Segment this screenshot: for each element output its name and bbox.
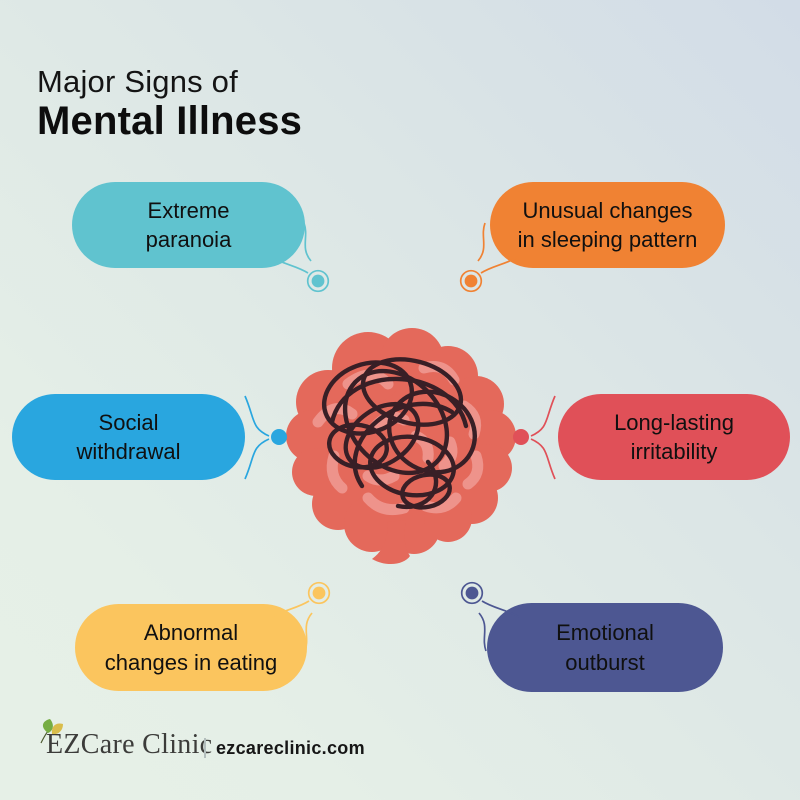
page-title-line2: Mental Illness [37,99,303,143]
bubble-label: paranoia [145,227,232,252]
sign-bubble-abnormal-eating: Abnormal changes in eating [75,604,307,691]
bubble-label: Unusual changes [522,197,693,223]
bubble-label: Extreme [147,197,230,223]
bubble-label: withdrawal [76,439,181,464]
sign-bubble-social-withdrawal: Social withdrawal [12,394,245,480]
sign-bubble-emotional-outburst: Emotional outburst [487,603,723,692]
bubble-label: Social [98,409,159,435]
footer-divider [204,738,206,758]
tail-dot [465,586,479,600]
sign-bubble-unusual-sleeping-pattern: Unusual changes in sleeping pattern [490,182,725,268]
brain-scribble-tangle [321,357,478,510]
website-url: ezcareclinic.com [216,738,365,758]
bubble-label: changes in eating [104,649,278,675]
bubble-label: Abnormal [143,620,239,646]
bubble-label: in sleeping pattern [517,227,698,252]
tail-dot [311,274,325,288]
sign-bubble-extreme-paranoia: Extreme paranoia [72,182,305,268]
brand-name: EZCare Clinic [46,729,213,760]
bubble-label: irritability [630,439,718,464]
bubble-label: outburst [565,649,645,675]
page-title-line1: Major Signs of [37,64,238,99]
tail-dot [312,586,326,600]
leaf-icon [40,719,63,744]
sign-bubble-long-lasting-irritability: Long-lasting irritability [558,394,790,480]
tangled-brain-illustration [286,328,516,565]
brain-body [286,328,516,565]
bubble-label: Emotional [556,620,654,646]
bubble-label: Long-lasting [614,409,734,435]
tail-dot [464,274,478,288]
